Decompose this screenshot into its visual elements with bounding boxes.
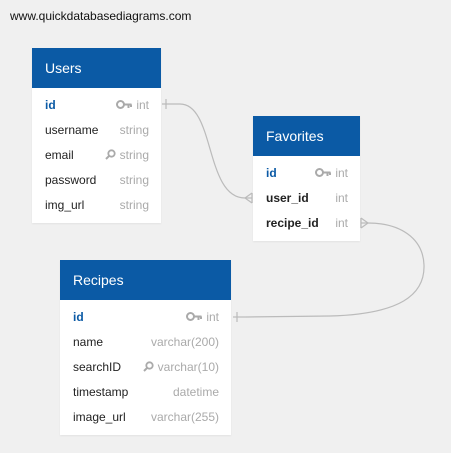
table-users[interactable]: Users id int username string email strin…: [32, 48, 161, 223]
field-row-timestamp[interactable]: timestamp datetime: [60, 379, 231, 404]
key-icon: [315, 168, 332, 177]
field-row-id[interactable]: id int: [253, 160, 360, 185]
field-name: id: [73, 309, 84, 324]
table-favorites[interactable]: Favorites id int user_id int recipe_id i…: [253, 116, 360, 241]
field-name: name: [73, 334, 104, 349]
field-row-search-id[interactable]: searchID varchar(10): [60, 354, 231, 379]
field-row-email[interactable]: email string: [32, 142, 161, 167]
field-list: id int name varchar(200) searchID varcha…: [60, 300, 231, 435]
link-path: [179, 103, 252, 199]
field-type: int: [335, 215, 348, 230]
field-row-name[interactable]: name varchar(200): [60, 329, 231, 354]
field-type: int: [335, 190, 348, 205]
field-type: string: [119, 122, 149, 137]
field-row-username[interactable]: username string: [32, 117, 161, 142]
field-row-id[interactable]: id int: [60, 304, 231, 329]
field-type: string: [119, 172, 149, 187]
field-type: int: [206, 309, 219, 324]
field-type: varchar(10): [157, 359, 219, 374]
field-list: id int username string email string pass…: [32, 88, 161, 223]
field-name: email: [45, 147, 74, 162]
watermark: www.quickdatabasediagrams.com: [10, 9, 192, 23]
field-type: varchar(255): [150, 409, 219, 424]
field-row-img-url[interactable]: img_url string: [32, 192, 161, 217]
search-icon: [142, 361, 154, 372]
field-name: id: [45, 97, 56, 112]
search-icon: [104, 149, 116, 160]
field-row-password[interactable]: password string: [32, 167, 161, 192]
field-name: searchID: [73, 359, 122, 374]
table-recipes[interactable]: Recipes id int name varchar(200) searchI…: [60, 260, 231, 435]
field-type: string: [119, 197, 149, 212]
field-row-recipe-id[interactable]: recipe_id int: [253, 210, 360, 235]
table-header[interactable]: Favorites: [253, 116, 360, 156]
field-row-image-url[interactable]: image_url varchar(255): [60, 404, 231, 429]
field-type: string: [119, 147, 149, 162]
table-header[interactable]: Recipes: [60, 260, 231, 300]
field-type: int: [335, 165, 348, 180]
link-crow-foot: [244, 192, 253, 204]
field-name: image_url: [73, 409, 126, 424]
field-name: recipe_id: [266, 215, 319, 230]
table-header[interactable]: Users: [32, 48, 161, 88]
field-name: img_url: [45, 197, 85, 212]
field-name: user_id: [266, 190, 309, 205]
field-list: id int user_id int recipe_id int: [253, 156, 360, 241]
link-crow-foot: [360, 217, 369, 229]
field-row-user-id[interactable]: user_id int: [253, 185, 360, 210]
field-type: datetime: [172, 384, 219, 399]
field-type: varchar(200): [150, 334, 219, 349]
field-name: password: [45, 172, 97, 187]
key-icon: [186, 312, 203, 321]
field-name: username: [45, 122, 99, 137]
field-row-id[interactable]: id int: [32, 92, 161, 117]
field-type: int: [136, 97, 149, 112]
relationship-users-favorites: [162, 99, 253, 204]
field-name: timestamp: [73, 384, 129, 399]
field-name: id: [266, 165, 277, 180]
key-icon: [116, 100, 133, 109]
